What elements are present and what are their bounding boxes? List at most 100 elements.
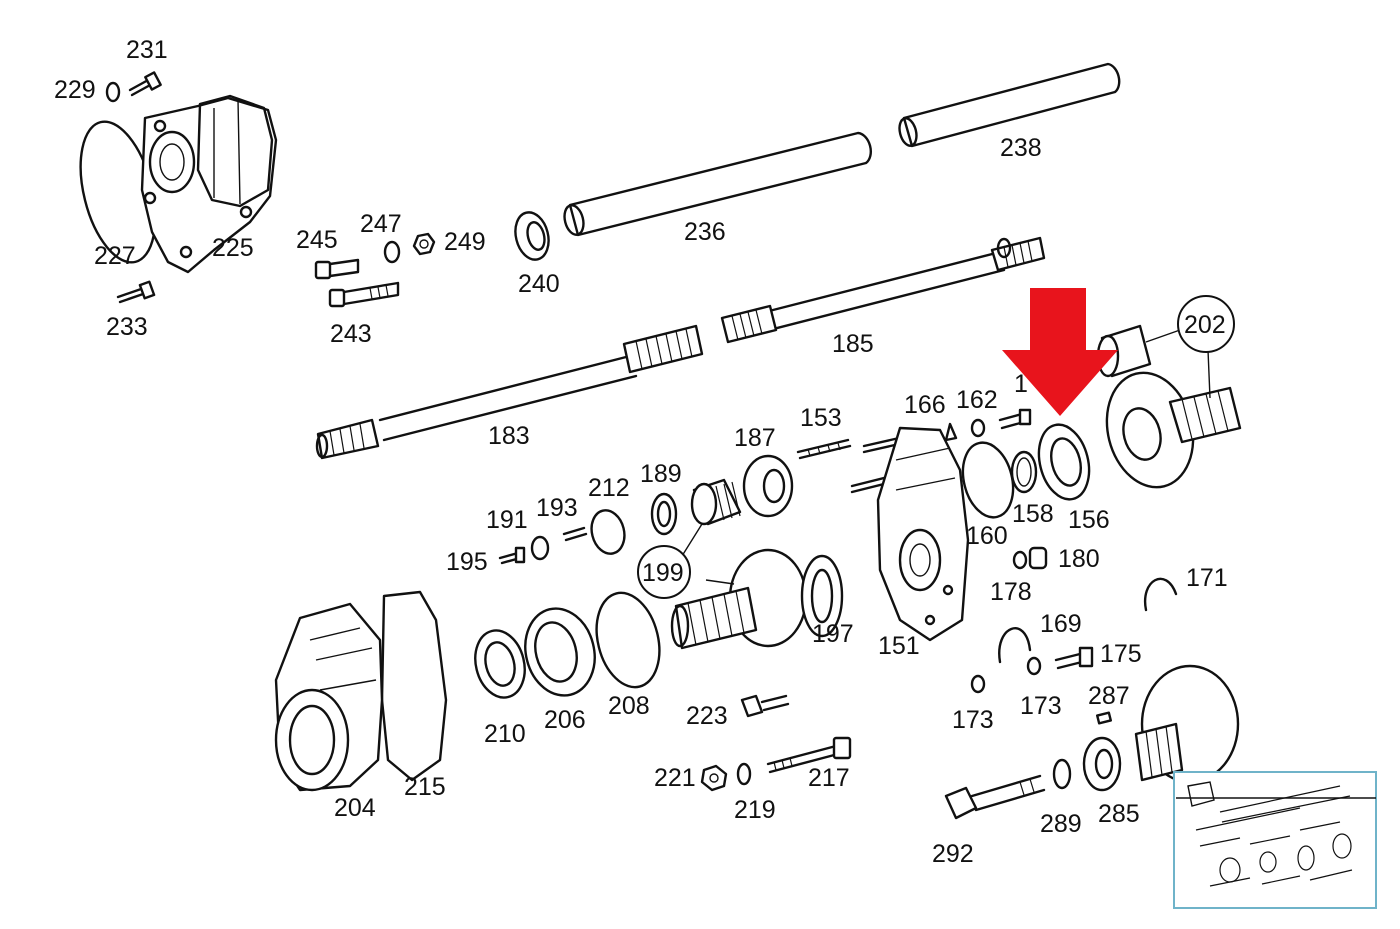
label-217: 217 (808, 764, 850, 792)
highlight-arrow-down-icon (1002, 288, 1118, 416)
part-156-bearing (1037, 423, 1091, 501)
label-189: 189 (640, 460, 682, 488)
part-199-gear-lower (670, 548, 808, 650)
label-202: 202 (1184, 311, 1226, 339)
label-247: 247 (360, 210, 402, 238)
part-195-bolt (498, 546, 526, 565)
label-156: 156 (1068, 506, 1110, 534)
part-173-nut-2 (1026, 656, 1042, 676)
part-193-stud (562, 526, 588, 542)
label-289: 289 (1040, 810, 1082, 838)
callout-circle-199 (637, 545, 691, 599)
label-160: 160 (966, 522, 1008, 550)
label-240: 240 (518, 270, 560, 298)
label-285: 285 (1098, 800, 1140, 828)
leader-199 (681, 523, 735, 585)
label-204: 204 (334, 794, 376, 822)
label-249: 249 (444, 228, 486, 256)
label-219: 219 (734, 796, 776, 824)
part-162-washer (970, 418, 986, 438)
label-153: 153 (800, 404, 842, 432)
part-247-washer (383, 240, 401, 264)
part-flange (1134, 664, 1240, 784)
label-199: 199 (642, 559, 684, 587)
label-175: 175 (1100, 640, 1142, 668)
label-197: 197 (812, 620, 854, 648)
label-231: 231 (126, 36, 168, 64)
part-169-u-bolt (998, 627, 1032, 664)
part-221-nut (700, 764, 728, 792)
part-labels: 231 229 227 225 233 245 247 249 243 240 … (54, 36, 1228, 868)
part-238-tube (898, 62, 1121, 148)
label-245: 245 (296, 226, 338, 254)
part-189-bearing (650, 492, 678, 536)
part-223-bolt (740, 694, 790, 718)
part-289-washer (1052, 758, 1072, 790)
part-158-ring (1010, 450, 1038, 494)
leader-202 (1145, 329, 1211, 399)
callout-circle-202 (1177, 295, 1235, 353)
part-225-housing-cover (79, 94, 278, 274)
part-180-plug (1028, 546, 1048, 570)
part-173-nut (970, 674, 986, 694)
label-225: 225 (212, 234, 254, 262)
part-233-bolt (116, 280, 156, 304)
label-212: 212 (588, 474, 630, 502)
label-185: 185 (832, 330, 874, 358)
part-bolt-near-162 (998, 408, 1032, 430)
label-171: 171 (1186, 564, 1228, 592)
label-287: 287 (1088, 682, 1130, 710)
label-193: 193 (536, 494, 578, 522)
label-162: 162 (956, 386, 998, 414)
part-210-ring (474, 629, 526, 699)
part-178-washer (1012, 550, 1028, 570)
part-212-snap-ring (590, 509, 626, 555)
part-185-shaft (720, 236, 1046, 344)
part-243-bolt (328, 281, 400, 308)
part-175-bolt (1054, 646, 1094, 670)
label-292: 292 (932, 840, 974, 868)
part-206-bearing (524, 607, 596, 697)
label-158: 158 (1012, 500, 1054, 528)
part-231-bolt (128, 71, 162, 97)
part-166-pin (944, 422, 958, 442)
overview-thumbnail[interactable] (1173, 771, 1377, 909)
label-223: 223 (686, 702, 728, 730)
label-178: 178 (990, 578, 1032, 606)
label-195: 195 (446, 548, 488, 576)
part-204-housing (274, 602, 384, 792)
label-227: 227 (94, 242, 136, 270)
label-173-left: 173 (952, 706, 994, 734)
label-180: 180 (1058, 545, 1100, 573)
label-partially-hidden: 1 (1014, 370, 1028, 398)
label-243: 243 (330, 320, 372, 348)
part-199-gear-upper (690, 478, 742, 526)
part-215-gasket (380, 590, 448, 782)
part-153-stud (796, 438, 852, 460)
part-187-bearing (742, 454, 794, 518)
label-210: 210 (484, 720, 526, 748)
part-208-snap-ring (595, 591, 661, 689)
part-240-seal (514, 211, 550, 261)
part-236-tube (563, 131, 872, 237)
part-191-washer (530, 535, 550, 561)
label-183: 183 (488, 422, 530, 450)
label-206: 206 (544, 706, 586, 734)
part-287-pin (1096, 711, 1112, 725)
label-233: 233 (106, 313, 148, 341)
part-219-washer (736, 762, 752, 786)
label-169: 169 (1040, 610, 1082, 638)
part-151-plate (850, 426, 970, 642)
label-166: 166 (904, 391, 946, 419)
label-151: 151 (878, 632, 920, 660)
label-208: 208 (608, 692, 650, 720)
label-215: 215 (404, 773, 446, 801)
label-229: 229 (54, 76, 96, 104)
part-183-shaft (315, 324, 704, 460)
label-236: 236 (684, 218, 726, 246)
part-171-u-bolt (1143, 577, 1178, 612)
part-285-nut (1082, 736, 1122, 792)
label-191: 191 (486, 506, 528, 534)
label-238: 238 (1000, 134, 1042, 162)
